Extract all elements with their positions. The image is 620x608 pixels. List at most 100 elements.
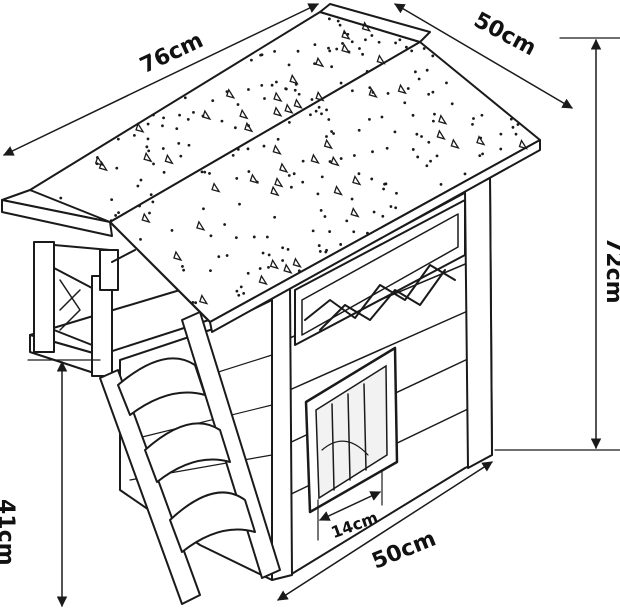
roof-speck [511,125,515,129]
roof-speck [323,138,334,150]
roof-speck [94,155,105,167]
roof-speck [323,215,327,218]
roof-speck [109,219,113,223]
roof-speck [281,246,285,250]
roof-speck [346,32,350,36]
roof-speck [192,110,195,114]
roof-speck [398,38,402,42]
roof-speck [234,236,238,240]
roof-speck [350,40,354,44]
roof-speck [175,127,179,131]
roof-speck [177,141,181,145]
roof-speck [350,207,360,218]
roof-speck [436,129,446,140]
roof-speck [201,114,205,118]
roof-speck [263,97,266,100]
roof-speck [187,143,191,147]
roof-speck [152,162,155,166]
roof-speck [403,101,407,105]
roof-speck [518,138,528,150]
roof-speck [481,152,484,156]
roof-speck [164,153,174,165]
roof-speck [480,113,484,117]
roof-speck [450,138,460,149]
roof-speck [148,211,151,215]
roof-speck [357,128,361,132]
roof-speck [417,77,421,81]
roof-speck [236,147,240,151]
roof-speck [433,112,436,116]
roof-speck [296,49,300,53]
roof-speck [370,34,374,37]
roof-speck [225,90,229,94]
roof-speck [116,137,120,141]
roof-speck [394,206,398,210]
roof-speck [152,113,155,117]
roof-speck [325,108,328,112]
dimension-total-height: 72cm [494,37,620,451]
roof-speck [352,230,356,234]
roof-speck [139,237,142,241]
roof-speck [311,229,315,233]
roof-speck [425,68,429,72]
roof-speck [328,160,332,163]
roof-speck [328,49,332,53]
roof-speck [324,250,328,254]
roof-speck [410,49,414,53]
roof-speck [274,176,284,188]
roof-speck [141,212,151,224]
roof-speck [364,38,367,42]
roof-speck [478,154,482,158]
roof-speck [186,117,190,121]
roof-speck [247,88,250,91]
roof-speck [262,144,266,148]
roof-speck [270,83,274,87]
roof-speck [136,184,140,188]
roof-speck [260,84,264,87]
roof-speck [283,263,293,274]
roof-speck [411,148,415,151]
roof-speck [292,257,302,268]
roof-speck [265,235,269,239]
roof-speck [509,117,513,121]
roof-speck [301,180,305,184]
roof-speck [435,154,439,158]
roof-speck [386,92,390,95]
roof-speck [317,105,321,109]
dim-label-roof-length: 76cm [136,28,207,79]
roof-speck [276,137,280,141]
roof-speck [211,99,215,103]
roof-speck [366,231,369,235]
roof-speck [381,214,385,218]
roof-speck [194,301,198,305]
roof-speck [235,289,239,293]
roof-speck [301,159,305,163]
roof-speck [361,52,365,56]
roof-speck [368,117,371,121]
roof-speck [332,132,335,135]
roof-speck [246,271,250,275]
roof-speck [95,162,99,166]
roof-speck [297,269,301,273]
roof-speck [394,41,397,45]
roof-speck [313,43,317,47]
roof-speck [319,208,323,212]
roof-speck [376,54,386,65]
roof-speck [114,214,118,217]
roof-speck [328,230,332,233]
roof-speck [181,265,184,268]
roof-speck [287,121,291,124]
roof-speck [341,43,351,54]
roof-speck [260,53,264,57]
roof-speck [173,250,183,262]
roof-speck [352,174,362,186]
roof-speck [371,150,374,154]
roof-speck [431,54,435,58]
roof-speck [476,135,486,146]
roof-speck [235,176,239,180]
roof-speck [287,174,291,177]
roof-speck [149,193,153,197]
roof-speck [338,23,342,27]
roof-speck [203,170,207,174]
roof-speck [330,65,334,69]
